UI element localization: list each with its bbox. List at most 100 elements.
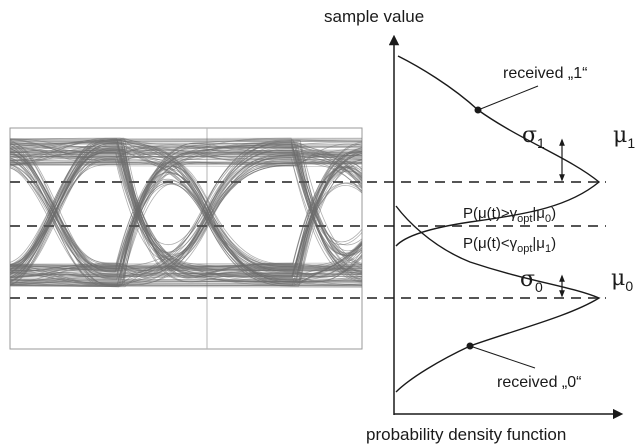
x-axis-title: probability density function <box>366 425 566 444</box>
eye-trace <box>10 159 362 282</box>
eye-trace <box>10 153 362 156</box>
eye-trace <box>10 146 362 148</box>
eye-trace <box>10 152 362 155</box>
eye-trace <box>10 139 362 142</box>
eye-trace <box>10 280 362 283</box>
eye-trace <box>10 267 362 270</box>
eye-trace <box>10 280 362 283</box>
eye-trace <box>10 264 362 267</box>
eye-trace <box>10 155 362 158</box>
eye-trace <box>10 148 362 177</box>
eye-trace <box>10 154 362 158</box>
eye-trace <box>10 159 362 287</box>
eye-trace <box>10 139 362 274</box>
sigma1-label: σ1 <box>522 123 545 151</box>
eye-trace <box>10 268 362 271</box>
eye-trace <box>10 137 362 139</box>
y-axis-title: sample value <box>324 7 424 26</box>
eye-trace <box>10 265 362 268</box>
eye-trace <box>10 265 362 269</box>
eye-trace <box>10 141 362 161</box>
eye-trace <box>10 163 362 165</box>
eye-trace <box>10 150 362 273</box>
eye-trace <box>10 281 362 285</box>
prob-error-given-1: P(μ(t)<γopt|μ1) <box>463 235 556 255</box>
eye-trace <box>10 282 362 285</box>
eye-trace <box>10 278 362 281</box>
eye-trace <box>10 142 362 277</box>
eye-trace <box>10 160 362 163</box>
eye-trace <box>10 274 362 278</box>
eye-trace <box>10 143 362 279</box>
eye-trace <box>10 284 362 287</box>
eye-trace <box>10 144 362 160</box>
received-0-dot <box>466 342 474 350</box>
eye-trace <box>10 265 362 267</box>
eye-trace <box>10 143 362 147</box>
eye-trace <box>10 139 362 262</box>
eye-trace <box>10 152 362 155</box>
eye-trace <box>10 155 362 158</box>
eye-trace <box>10 272 362 275</box>
pdf-curve-received-0 <box>395 205 601 393</box>
eye-trace <box>10 266 362 268</box>
eye-trace <box>10 147 362 285</box>
eye-trace <box>10 143 362 145</box>
eye-trace <box>10 149 362 153</box>
eye-trace <box>10 143 362 257</box>
eye-trace <box>10 266 362 269</box>
eye-trace <box>10 140 362 143</box>
eye-trace <box>10 147 362 150</box>
eye-trace <box>10 143 362 281</box>
eye-trace <box>10 158 362 161</box>
eye-trace <box>10 142 362 146</box>
eye-trace <box>10 142 362 273</box>
eye-trace <box>10 142 362 273</box>
eye-trace <box>10 138 362 141</box>
eye-trace <box>10 140 362 286</box>
prob-error-given-0: P(μ(t)>γopt|μ0) <box>463 205 556 225</box>
eye-trace <box>10 265 362 268</box>
eye-trace <box>10 141 362 144</box>
eye-trace <box>10 146 362 148</box>
eye-trace <box>10 145 362 148</box>
eye-trace <box>10 163 362 165</box>
eye-trace <box>10 139 362 282</box>
eye-trace <box>10 278 362 281</box>
eye-trace <box>10 143 362 280</box>
eye-trace <box>10 262 362 265</box>
eye-traces <box>10 137 362 288</box>
eye-trace <box>10 283 362 285</box>
received-0-leader <box>469 345 536 369</box>
eye-trace <box>10 150 362 282</box>
eye-trace <box>10 140 362 278</box>
eye-trace <box>10 279 362 282</box>
received-1-label: received „1“ <box>503 65 587 82</box>
eye-trace <box>10 166 362 286</box>
eye-trace <box>10 156 362 158</box>
eye-trace <box>10 162 362 166</box>
eye-trace <box>10 147 362 286</box>
eye-trace <box>10 284 362 287</box>
eye-trace <box>10 144 362 283</box>
eye-trace <box>10 165 362 168</box>
eye-trace <box>10 145 362 277</box>
eye-trace <box>10 157 362 286</box>
sigma0-label: σ0 <box>520 267 543 295</box>
eye-trace <box>10 265 362 267</box>
received-1-leader <box>477 85 539 111</box>
eye-trace <box>10 283 362 287</box>
eye-trace <box>10 137 362 166</box>
eye-trace <box>10 280 362 283</box>
mu1-label: μ1 <box>613 123 635 151</box>
eye-trace <box>10 182 362 281</box>
pdf-curve-received-1 <box>395 55 601 247</box>
eye-trace <box>10 140 362 279</box>
eye-trace <box>10 285 362 288</box>
eye-trace <box>10 159 362 284</box>
eye-trace <box>10 144 362 270</box>
eye-trace <box>10 285 362 287</box>
eye-trace <box>10 279 362 282</box>
eye-trace <box>10 149 362 152</box>
